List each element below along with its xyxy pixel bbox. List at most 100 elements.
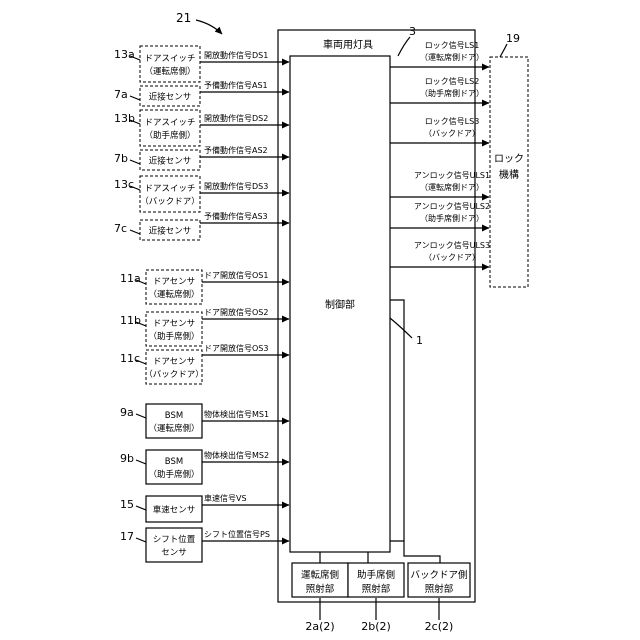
input-ref: 11b: [120, 314, 141, 327]
input-box-label: （運転席側）: [148, 423, 199, 434]
vehicle-lamp-title: 車両用灯具: [323, 38, 373, 51]
output-signal-sublabel: （助手席側ドア）: [420, 88, 484, 98]
input-box-label: ドアスイッチ: [144, 118, 195, 128]
output-signal-sublabel: （助手席側ドア）: [420, 213, 484, 223]
input-block: 近接センサ 7a 予備動作信号AS1: [114, 80, 289, 106]
input-box-label: 車速センサ: [153, 505, 196, 516]
input-signal-label: 開放動作信号DS1: [204, 50, 268, 60]
input-signal-label: 物体検出信号MS1: [204, 409, 269, 419]
input-box-label: 近接センサ: [149, 92, 192, 103]
input-ref: 9a: [120, 406, 134, 419]
output-signal-sublabel: （運転席側ドア）: [420, 182, 484, 192]
input-signal-label: ドア開放信号OS3: [204, 343, 268, 353]
input-signal-label: ドア開放信号OS1: [204, 270, 268, 280]
input-block: BSM （運転席側） 9a 物体検出信号MS1: [120, 404, 289, 438]
output-signal-sublabel: （運転席側ドア）: [420, 52, 484, 62]
input-box-label: センサ: [161, 548, 187, 558]
input-signal-label: 予備動作信号AS1: [204, 80, 268, 90]
output-signal-label: ロック信号LS3: [425, 116, 480, 126]
input-ref: 15: [120, 498, 134, 511]
input-ref: 7b: [114, 152, 128, 165]
input-box-label: ドアセンサ: [153, 357, 195, 367]
input-block: BSM（助手席側）9b物体検出信号MS2: [120, 450, 289, 484]
input-blocks: ドアスイッチ （運転席側） 13a 開放動作信号DS1 近接センサ 7a 予備動作信号AS1…: [114, 46, 289, 562]
lamp-unit-label: 助手席側: [357, 569, 395, 581]
lock-mechanism-ref: 19: [506, 32, 520, 45]
input-box-label: （バックドア）: [140, 196, 200, 207]
input-box-label: 近接センサ: [149, 226, 192, 237]
output-signal-label: アンロック信号ULS3: [414, 240, 490, 250]
lamp-unit-sublabel: 照射部: [362, 583, 391, 595]
lamp-unit-label: バックドア側: [410, 569, 467, 581]
input-ref-leader: [136, 538, 146, 542]
input-box-label: シフト位置: [153, 534, 196, 545]
lock-mechanism-ref-leader: [500, 44, 507, 57]
lamp-unit-sublabel: 照射部: [425, 583, 454, 595]
lamp-unit-ref: 2b(2): [361, 620, 391, 633]
control-unit-ref: 1: [416, 334, 423, 347]
input-box-label: （助手席側）: [148, 469, 199, 480]
input-ref: 17: [120, 530, 134, 543]
lock-mechanism-label-2: 機構: [499, 168, 519, 181]
input-box-label: ドアセンサ: [153, 319, 195, 329]
figure-ref-arrow: [196, 20, 222, 34]
lamp-unit-ref: 2c(2): [425, 620, 454, 633]
input-ref-leader: [136, 506, 146, 510]
input-signal-label: ドア開放信号OS2: [204, 307, 268, 317]
input-signal-label: 予備動作信号AS2: [204, 145, 268, 155]
input-signal-label: 予備動作信号AS3: [204, 211, 268, 221]
input-box-label: （助手席側）: [144, 130, 195, 141]
input-ref-leader: [130, 160, 140, 164]
input-box-label: ドアスイッチ: [144, 54, 195, 64]
vehicle-lamp-ref: 3: [409, 25, 416, 38]
input-signal-label: 開放動作信号DS3: [204, 181, 268, 191]
input-ref-leader: [136, 460, 146, 464]
input-box-label: （助手席側）: [148, 331, 199, 342]
input-box-label: （運転席側）: [144, 66, 195, 77]
lamp-unit-sublabel: 照射部: [306, 583, 335, 595]
input-signal-label: 車速信号VS: [204, 493, 247, 503]
output-signal-sublabel: （バックドア）: [424, 129, 480, 138]
input-block: ドアスイッチ （助手席側） 13b 開放動作信号DS2: [114, 110, 289, 146]
input-signal-label: 開放動作信号DS2: [204, 113, 268, 123]
input-box-label: BSM: [165, 411, 183, 421]
figure-ref: 21: [176, 11, 191, 25]
input-ref: 13a: [114, 48, 135, 61]
input-block: ドアセンサ （助手席側） 11b ドア開放信号OS2: [120, 307, 289, 346]
output-signal-sublabel: （バックドア）: [424, 253, 480, 262]
input-block: 近接センサ 7b 予備動作信号AS2: [114, 145, 289, 170]
input-ref-leader: [130, 230, 140, 234]
lamp-unit-label: 運転席側: [301, 569, 339, 581]
input-box-label: （運転席側）: [148, 289, 199, 300]
input-signal-label: 物体検出信号MS2: [204, 450, 269, 460]
input-block: ドアスイッチ （運転席側） 13a 開放動作信号DS1: [114, 46, 289, 82]
output-signal-label: ロック信号LS1: [425, 40, 480, 50]
input-block: ドアセンサ （バックドア） 11c ドア開放信号OS3: [120, 343, 289, 384]
input-block: ドアセンサ （運転席側） 11a ドア開放信号OS1: [120, 270, 289, 304]
input-ref: 11c: [120, 352, 140, 365]
input-box-label: ドアセンサ: [153, 277, 195, 287]
output-signal-label: アンロック信号ULS1: [414, 170, 490, 180]
lamp-unit-ref: 2a(2): [305, 620, 334, 633]
input-signal-label: シフト位置信号PS: [204, 529, 270, 539]
input-ref: 11a: [120, 272, 141, 285]
lock-mechanism-label-1: ロック: [494, 153, 524, 165]
input-block: 近接センサ 7c 予備動作信号AS3: [114, 211, 289, 240]
output-signal-label: アンロック信号ULS2: [414, 201, 490, 211]
control-unit-label: 制御部: [325, 298, 355, 311]
input-ref: 13c: [114, 178, 134, 191]
input-ref: 7a: [114, 88, 128, 101]
input-box-label: （バックドア）: [144, 369, 204, 380]
input-ref-leader: [136, 414, 146, 418]
input-block: シフト位置センサ 17 シフト位置信号PS: [120, 528, 289, 562]
input-ref: 7c: [114, 222, 127, 235]
input-box-label: BSM: [165, 457, 183, 467]
input-ref-leader: [130, 96, 140, 100]
input-block: ドアスイッチ （バックドア） 13c 開放動作信号DS3: [114, 176, 289, 212]
input-ref: 13b: [114, 112, 135, 125]
input-box-label: ドアスイッチ: [144, 184, 195, 194]
output-signal-label: ロック信号LS2: [425, 76, 480, 86]
input-block: 車速センサ 15 車速信号VS: [120, 493, 289, 522]
input-box-label: 近接センサ: [149, 156, 192, 167]
